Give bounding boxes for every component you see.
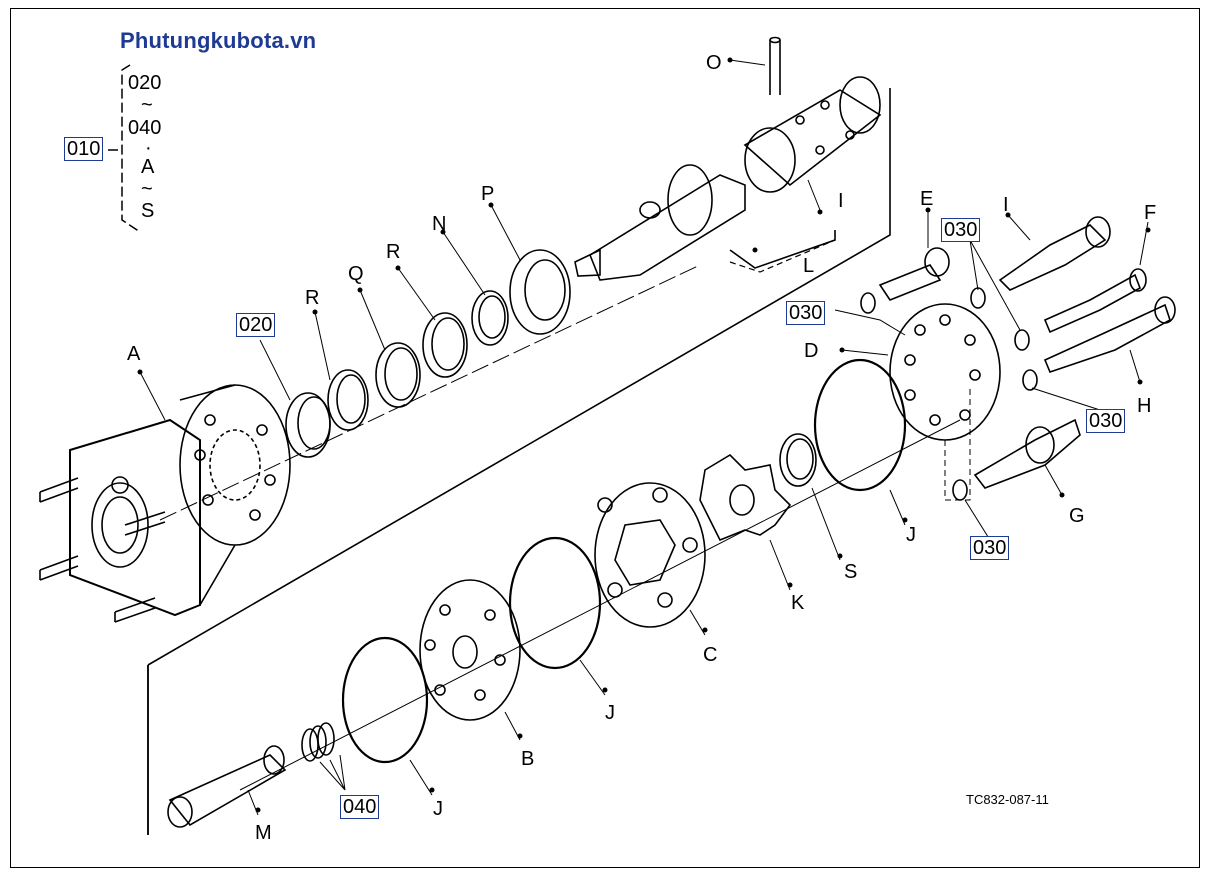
label-p: P	[481, 183, 495, 205]
ref-030-left[interactable]: 030	[786, 301, 826, 325]
label-o: O	[706, 52, 722, 74]
label-d: D	[804, 340, 819, 362]
ref-030-bottom[interactable]: 030	[970, 536, 1010, 560]
label-l: L	[803, 255, 815, 277]
part-020-ring	[285, 392, 331, 458]
ref-010[interactable]: 010	[64, 137, 104, 161]
oring-030-2	[970, 287, 986, 309]
part-o-pin	[769, 36, 781, 95]
label-c: C	[703, 644, 718, 666]
l-bracket	[729, 239, 836, 273]
label-j-3: J	[906, 524, 916, 546]
part-d-end-cover	[889, 303, 1001, 441]
part-n-snap-ring	[471, 290, 509, 346]
ref-030-right[interactable]: 030	[1086, 409, 1126, 433]
axis-line-upper	[159, 264, 701, 521]
part-h-fitting	[1043, 296, 1176, 373]
label-n: N	[432, 213, 447, 235]
part-i-fitting	[998, 216, 1111, 291]
label-i-top: I	[838, 190, 844, 212]
label-e: E	[920, 188, 934, 210]
part-l-spool	[574, 164, 836, 281]
figure-code: TC832-087-11	[966, 792, 1049, 807]
part-j-oring-2	[508, 536, 602, 670]
label-m: M	[255, 822, 272, 844]
part-j-oring-3	[813, 358, 907, 492]
part-p-bearing	[509, 249, 571, 335]
part-a-housing	[39, 384, 291, 623]
part-g-fitting	[973, 418, 1081, 489]
part-b-plate	[419, 579, 521, 721]
leader-dots	[137, 57, 1151, 813]
label-r-1: R	[305, 287, 320, 309]
label-q: Q	[348, 263, 364, 285]
part-i-sleeve	[743, 76, 882, 193]
bracket-range-start: 020	[128, 72, 162, 94]
label-g: G	[1069, 505, 1085, 527]
part-r-ring-2	[422, 312, 468, 378]
label-j-1: J	[433, 798, 443, 820]
part-f-fitting	[1043, 268, 1147, 334]
part-q-ring	[375, 342, 421, 408]
part-k-rotor	[699, 453, 792, 542]
label-h: H	[1137, 395, 1152, 417]
part-m-plug	[167, 745, 287, 828]
part-r-ring-1	[327, 369, 369, 431]
label-j-2: J	[605, 702, 615, 724]
part-e-fitting	[878, 247, 950, 301]
oring-030-3	[1014, 329, 1030, 351]
label-k: K	[791, 592, 805, 614]
part-j-oring-1	[341, 636, 429, 764]
label-r-2: R	[386, 241, 401, 263]
bracket-letter-start: A	[141, 156, 155, 178]
oring-030-5	[952, 479, 968, 501]
index-bracket	[108, 64, 141, 233]
bracket-tilde-1: ~	[141, 94, 153, 116]
ref-030-top[interactable]: 030	[941, 218, 981, 242]
ref-040[interactable]: 040	[340, 795, 380, 819]
part-s-ring	[779, 433, 817, 487]
bracket-dot: ·	[145, 137, 152, 159]
label-f: F	[1144, 202, 1157, 224]
ref-020[interactable]: 020	[236, 313, 276, 337]
oring-030-4	[1022, 369, 1038, 391]
oring-030-1	[860, 292, 876, 314]
label-b: B	[521, 748, 535, 770]
bracket-range-end: 040	[128, 117, 162, 139]
bracket-letter-end: S	[141, 200, 155, 222]
label-i-right: I	[1003, 194, 1009, 216]
part-040-spring	[301, 722, 335, 762]
part-c-gear-ring	[594, 482, 706, 628]
label-a: A	[127, 343, 141, 365]
watermark-text: Phutungkubota.vn	[120, 28, 317, 53]
bracket-tilde-2: ~	[141, 178, 153, 200]
leader-lines	[139, 59, 1149, 816]
drawing-frame	[10, 8, 1200, 868]
label-s: S	[844, 561, 858, 583]
